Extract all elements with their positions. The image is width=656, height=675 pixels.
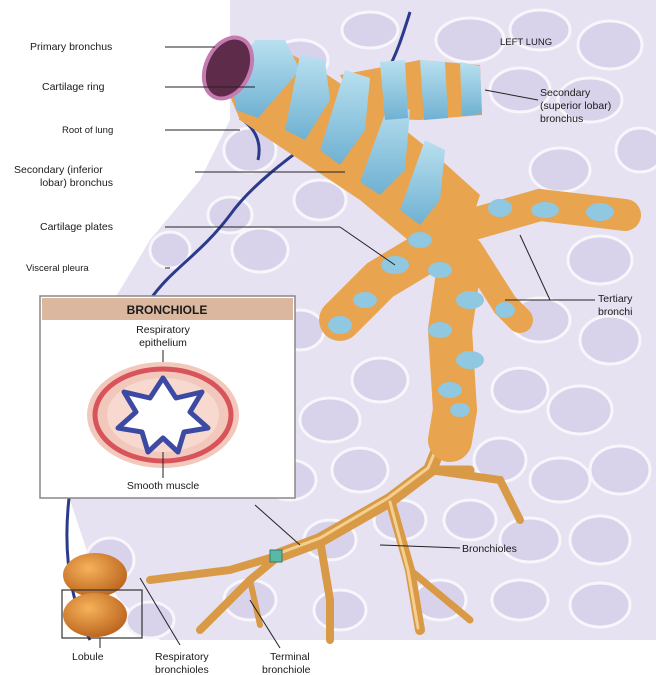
- label-cartilage-plates: Cartilage plates: [40, 221, 113, 233]
- label-tertiary-line2: bronchi: [598, 306, 632, 318]
- label-visceral-pleura: Visceral pleura: [26, 263, 89, 274]
- label-respiratory-line2: bronchioles: [155, 664, 209, 675]
- label-secondary-superior-line3: bronchus: [540, 113, 583, 125]
- label-respiratory-line1: Respiratory: [155, 651, 209, 663]
- label-lobule: Lobule: [72, 651, 104, 663]
- label-terminal-line1: Terminal: [270, 651, 310, 663]
- label-cartilage-ring: Cartilage ring: [42, 81, 105, 93]
- inset-label-respiratory-line2: epithelium: [139, 337, 187, 349]
- label-left-lung: LEFT LUNG: [500, 37, 552, 48]
- label-primary-bronchus: Primary bronchus: [30, 41, 112, 53]
- terminal-bronchiole-marker: [270, 550, 282, 562]
- label-secondary-inferior-line1: Secondary (inferior: [14, 164, 103, 176]
- inset-title: BRONCHIOLE: [127, 303, 208, 317]
- label-secondary-superior-line1: Secondary: [540, 87, 591, 99]
- inset-label-respiratory-line1: Respiratory: [136, 324, 190, 336]
- label-secondary-inferior-line2: lobar) bronchus: [40, 177, 113, 189]
- inset-label-smooth-muscle: Smooth muscle: [127, 480, 200, 492]
- label-root-of-lung: Root of lung: [62, 125, 113, 136]
- label-tertiary-line1: Tertiary: [598, 293, 633, 305]
- label-secondary-superior-line2: (superior lobar): [540, 100, 611, 112]
- label-terminal-line2: bronchiole: [262, 664, 311, 675]
- label-bronchioles: Bronchioles: [462, 543, 517, 555]
